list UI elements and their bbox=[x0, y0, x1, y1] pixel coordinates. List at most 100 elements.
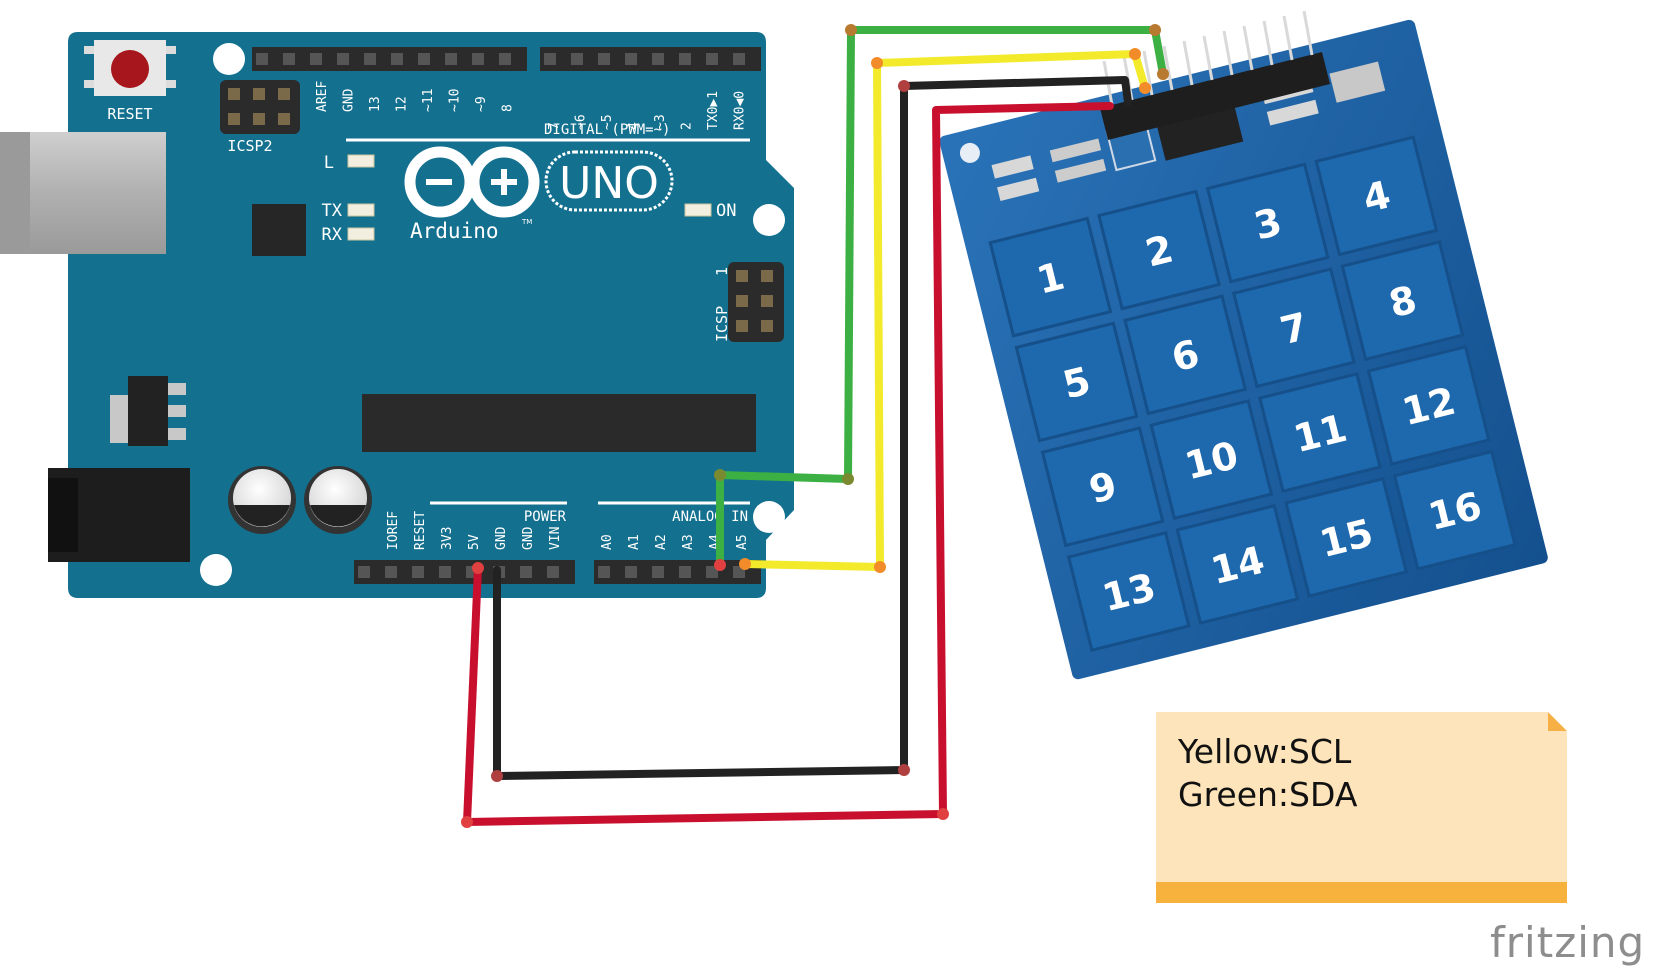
analog-pin-label: A0 bbox=[600, 534, 615, 550]
mounting-hole bbox=[753, 501, 785, 533]
led-on-label: ON bbox=[716, 201, 736, 221]
header-pin bbox=[706, 53, 718, 65]
keypad-key[interactable]: 12 bbox=[1366, 344, 1491, 466]
analog-pin-label: A1 bbox=[627, 534, 642, 550]
keypad-key[interactable]: 10 bbox=[1149, 399, 1274, 521]
header-pin bbox=[310, 53, 322, 65]
keypad-header-pin bbox=[1222, 30, 1234, 76]
legend-note-bar bbox=[1156, 882, 1567, 903]
legend-sda: Green:SDA bbox=[1178, 775, 1358, 814]
keypad-header-pin bbox=[1282, 15, 1294, 61]
keypad-key[interactable]: 1 bbox=[988, 216, 1113, 338]
header-pin bbox=[736, 270, 748, 282]
keypad-key[interactable]: 15 bbox=[1284, 476, 1409, 598]
header-pin bbox=[736, 320, 748, 332]
header-pin bbox=[679, 566, 691, 578]
arduino-logo-text: Arduino bbox=[410, 219, 499, 243]
led-l-label: L bbox=[324, 153, 334, 173]
keypad-key[interactable]: 2 bbox=[1097, 189, 1221, 311]
wire-joint bbox=[1157, 68, 1169, 80]
icsp-header bbox=[728, 262, 784, 342]
fritzing-watermark: fritzing bbox=[1490, 918, 1646, 967]
wires bbox=[461, 24, 1169, 828]
header-pin bbox=[571, 53, 583, 65]
wire-joint bbox=[845, 24, 857, 36]
wire-joint bbox=[898, 764, 910, 776]
keypad-key[interactable]: 8 bbox=[1340, 240, 1465, 362]
dc-jack-inner bbox=[48, 478, 78, 552]
digital-pin-label: 7 bbox=[547, 122, 562, 130]
power-pin-label: GND bbox=[494, 526, 509, 550]
header-pin bbox=[445, 53, 457, 65]
header-pin bbox=[499, 53, 511, 65]
reset-button[interactable] bbox=[84, 40, 176, 96]
capacitor bbox=[228, 466, 296, 534]
header-pin bbox=[652, 566, 664, 578]
header-pin bbox=[472, 53, 484, 65]
keypad-key[interactable]: 11 bbox=[1258, 372, 1382, 494]
usb-connector-face bbox=[0, 132, 30, 254]
wire-joint bbox=[472, 562, 484, 574]
digital-pin-label: ~9 bbox=[474, 96, 489, 112]
power-pin-label: VIN bbox=[548, 527, 563, 550]
wire-joint bbox=[871, 57, 883, 69]
legend-note-text: Yellow:SCL Green:SDA bbox=[1178, 730, 1357, 816]
header-pin bbox=[625, 53, 637, 65]
icsp-label: ICSP bbox=[713, 306, 731, 342]
header-pin bbox=[652, 53, 664, 65]
digital-label: DIGITAL (PWM=~) bbox=[544, 122, 670, 138]
led-on bbox=[684, 203, 712, 217]
arduino-logo-tm: TM bbox=[521, 218, 532, 226]
wire-joint bbox=[714, 559, 726, 571]
icsp2-label: ICSP2 bbox=[227, 137, 272, 155]
digital-pin-label: 4 bbox=[627, 122, 642, 130]
header-pin bbox=[625, 566, 637, 578]
digital-pin-label: TX0▶1 bbox=[706, 91, 721, 130]
uno-text: UNO bbox=[559, 158, 659, 209]
wire-joint bbox=[714, 469, 726, 481]
power-pin-label: IOREF bbox=[386, 511, 401, 550]
digital-pin-label: ~6 bbox=[574, 114, 589, 130]
keypad-key[interactable]: 6 bbox=[1123, 294, 1248, 416]
keypad-key[interactable]: 5 bbox=[1014, 321, 1139, 443]
keypad-key[interactable]: 4 bbox=[1314, 135, 1439, 257]
power-pin-label: RESET bbox=[413, 511, 428, 550]
usb-chip bbox=[252, 204, 306, 256]
keypad-key[interactable]: 13 bbox=[1066, 531, 1191, 653]
wire-joint bbox=[1149, 24, 1161, 36]
header-pin bbox=[706, 566, 718, 578]
wire-joint bbox=[1129, 48, 1141, 60]
keypad-key[interactable]: 16 bbox=[1392, 449, 1517, 571]
mounting-hole bbox=[213, 43, 245, 75]
digital-pin-label: AREF bbox=[315, 81, 330, 112]
wire-joint bbox=[874, 561, 886, 573]
arduino-logo bbox=[404, 146, 540, 218]
header-pin bbox=[761, 295, 773, 307]
digital-pin-label: ~11 bbox=[421, 89, 436, 112]
analog-label: ANALOG IN bbox=[672, 509, 748, 525]
header-pin bbox=[733, 53, 745, 65]
power-pin-label: 3V3 bbox=[440, 527, 455, 550]
header-pin bbox=[736, 295, 748, 307]
digital-header-right bbox=[540, 47, 761, 71]
keypad-header-pin bbox=[1182, 40, 1194, 86]
power-header bbox=[354, 560, 575, 584]
header-pin bbox=[544, 53, 556, 65]
header-pin bbox=[283, 53, 295, 65]
power-pin-label: 5V bbox=[467, 534, 482, 550]
led-tx-label: TX bbox=[322, 201, 343, 221]
voltage-regulator bbox=[110, 376, 186, 446]
keypad-key[interactable]: 14 bbox=[1175, 503, 1300, 625]
wire-joint bbox=[491, 770, 503, 782]
keypad-key[interactable]: 7 bbox=[1231, 267, 1356, 389]
analog-pin-label: A3 bbox=[681, 534, 696, 550]
keypad-key[interactable]: 3 bbox=[1205, 162, 1330, 284]
header-pin bbox=[278, 88, 290, 100]
wire-joint bbox=[937, 808, 949, 820]
keypad-key[interactable]: 9 bbox=[1040, 426, 1165, 548]
icsp2-header bbox=[220, 80, 300, 134]
header-pin bbox=[228, 88, 240, 100]
power-label: POWER bbox=[524, 509, 567, 525]
